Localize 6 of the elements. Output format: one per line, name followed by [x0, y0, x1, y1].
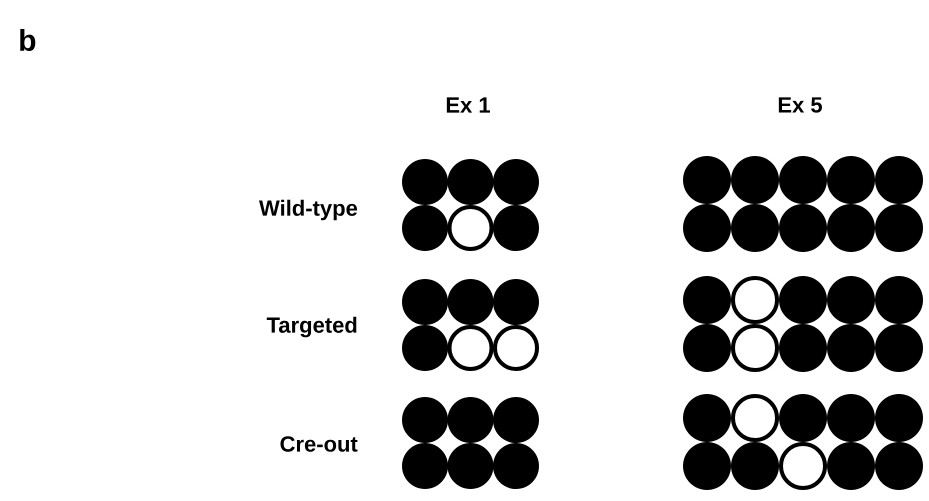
column-heading: Ex 5: [778, 97, 822, 113]
row-label: Wild-type: [259, 200, 358, 220]
row-label: Targeted: [266, 316, 356, 338]
column-heading: Ex 1: [446, 97, 490, 113]
row-label: Cre-out: [280, 436, 358, 452]
panel-letter: b: [20, 28, 36, 52]
